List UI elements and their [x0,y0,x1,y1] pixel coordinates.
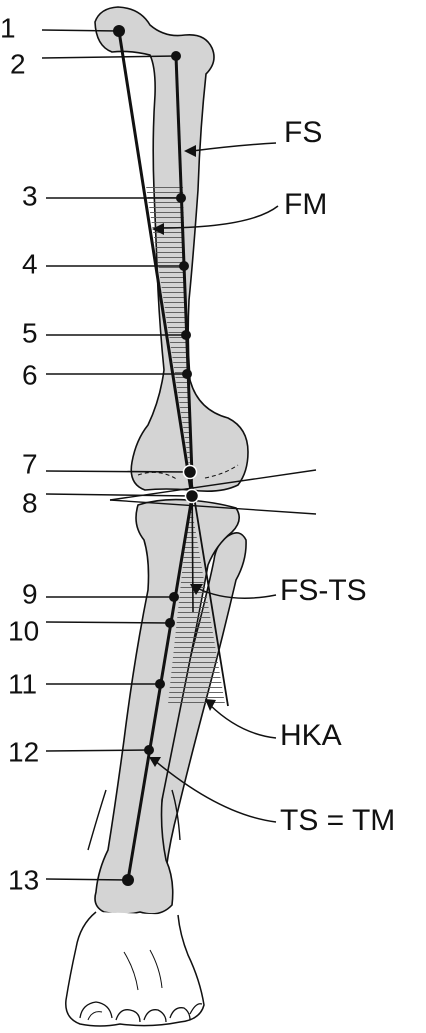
hka-arrow [209,704,277,739]
number-1: 1 [0,12,16,43]
point-9 [169,592,179,602]
ts-tm-arrow [153,759,277,823]
number-10: 10 [8,615,39,646]
label-ts-tm: TS = TM [280,804,395,837]
number-5: 5 [22,317,38,348]
label-fs: FS [284,116,322,149]
foot [65,789,205,1027]
label-fm: FM [284,188,327,221]
point-13 [122,874,134,886]
tibia [94,498,240,915]
axis-labels: FS FM FS-TS HKA TS = TM [280,116,395,837]
fs-ts-arrow [196,587,277,599]
axis-points [113,25,200,886]
point-4 [179,261,189,271]
label-arrows [153,142,279,823]
point-2 [171,51,181,61]
point-1 [113,25,125,37]
number-4: 4 [22,248,38,279]
number-3: 3 [22,180,38,211]
number-2: 2 [10,48,26,79]
fm-arrow [157,205,279,229]
point-numbers: 1 2 3 4 5 6 7 8 9 10 11 12 13 [0,12,39,895]
fs-arrow [191,142,277,152]
point-5 [181,330,191,340]
point-3 [176,193,186,203]
femoral-mechanical-axis [117,30,194,498]
number-12: 12 [8,736,39,767]
arrow-heads [149,145,216,767]
number-7: 7 [22,448,38,479]
number-leaders [41,29,193,881]
number-6: 6 [22,359,38,390]
point-7 [182,464,198,480]
hka-angle-region [168,498,225,704]
point-11 [155,679,165,689]
label-fs-ts: FS-TS [280,574,367,607]
number-13: 13 [8,864,39,895]
number-8: 8 [22,487,38,518]
number-9: 9 [22,578,38,609]
point-6 [182,369,192,379]
femoral-axis-extension [189,471,229,707]
femoral-angle-region [146,186,190,472]
number-11: 11 [8,668,37,699]
knee-tangent-lower [109,499,317,515]
point-8 [184,488,200,504]
label-hka: HKA [280,719,342,752]
point-10 [165,618,175,628]
point-12 [144,745,154,755]
